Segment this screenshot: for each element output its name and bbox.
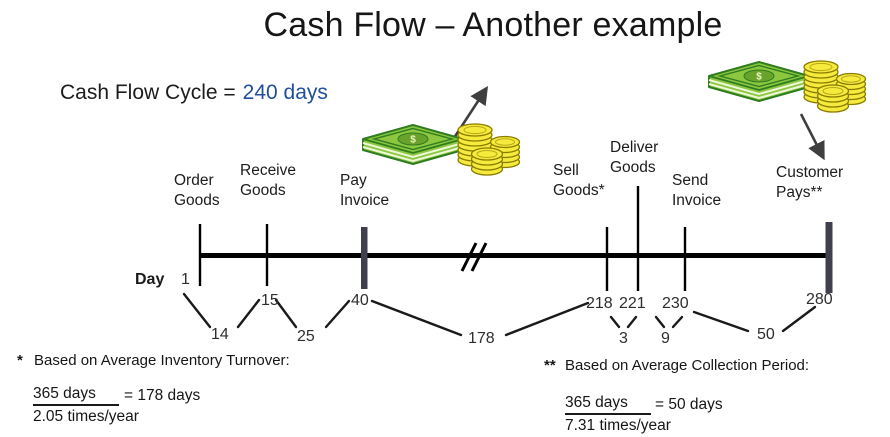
money-icon <box>708 60 867 113</box>
cash-out-arrow-icon <box>450 85 488 142</box>
fraction-denominator: 2.05 times/year <box>33 408 139 425</box>
footnote-inventory-heading: Based on Average Inventory Turnover: <box>34 352 290 369</box>
event-label-sell-goods: Sell Goods* <box>553 162 605 199</box>
footnote-collection-heading: Based on Average Collection Period: <box>565 357 810 374</box>
axis-break-icon <box>460 242 488 272</box>
footnote-inventory-result: = 178 days <box>124 387 201 404</box>
day-number: 230 <box>662 295 689 312</box>
day-number: 280 <box>806 291 833 308</box>
interval-label: 25 <box>297 328 315 345</box>
event-label-receive-goods: Receive Goods <box>240 162 296 199</box>
interval-label: 50 <box>757 326 775 343</box>
fraction-numerator: 365 days <box>33 385 119 406</box>
interval-label: 9 <box>661 330 670 347</box>
cycle-value: 240 days <box>242 81 328 104</box>
day-number: 218 <box>586 295 613 312</box>
event-label-deliver-goods: Deliver Goods <box>610 139 659 176</box>
interval-label: 178 <box>468 330 495 347</box>
money-icon <box>362 123 521 176</box>
cycle-label: Cash Flow Cycle = <box>60 81 236 104</box>
cash-flow-cycle-line: Cash Flow Cycle = 240 days <box>60 81 328 105</box>
day-axis-label: Day <box>135 271 165 288</box>
end-day-280-marker <box>825 222 833 293</box>
event-label-pay-invoice: Pay Invoice <box>340 172 390 209</box>
slide-title: Cash Flow – Another example <box>263 6 723 44</box>
day-number: 1 <box>181 271 190 288</box>
cash-in-arrow-icon <box>799 113 825 161</box>
footnote-collection-marker: ** <box>544 357 556 374</box>
day-number: 221 <box>619 295 646 312</box>
interval-connector-lines <box>182 292 817 337</box>
day-number: 40 <box>351 292 369 309</box>
footnote-collection-fraction: 365 days 7.31 times/year <box>565 394 671 435</box>
event-label-order-goods: Order Goods <box>174 172 220 209</box>
interval-label: 3 <box>619 330 628 347</box>
day-number: 15 <box>261 292 279 309</box>
event-label-send-invoice: Send Invoice <box>672 172 722 209</box>
footnote-collection-result: = 50 days <box>655 396 723 413</box>
pay-invoice-marker <box>361 227 368 289</box>
event-label-customer-pays: Customer Pays** <box>776 164 844 201</box>
fraction-numerator: 365 days <box>565 394 651 415</box>
footnote-inventory-fraction: 365 days 2.05 times/year <box>33 385 139 426</box>
fraction-denominator: 7.31 times/year <box>565 417 671 434</box>
interval-label: 14 <box>211 326 229 343</box>
footnote-inventory-marker: * <box>17 352 23 369</box>
